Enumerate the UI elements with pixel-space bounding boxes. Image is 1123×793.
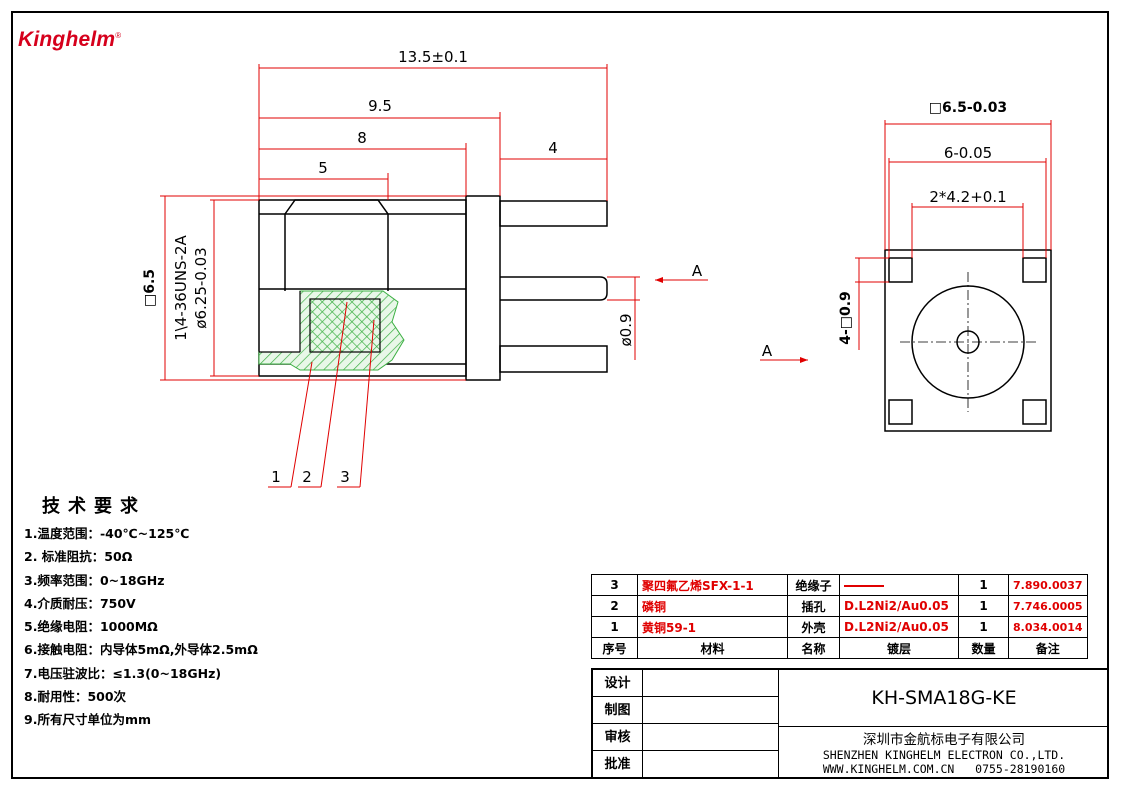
dim-thread: 1\4-36UNS-2A	[172, 234, 190, 340]
dim-9-5: 9.5	[368, 97, 392, 115]
company-phone: 0755-28190160	[975, 762, 1066, 776]
spec-line: 4.介质耐压：750V	[24, 595, 136, 611]
table-row: 1 黄铜59-1 外壳 D.L2Ni2/Au0.05 1 8.034.0014	[591, 616, 1088, 638]
dim-8: 8	[357, 129, 367, 147]
section-hatching	[258, 290, 405, 371]
section-mark-bottom: A	[762, 342, 773, 360]
bom-cell: 绝缘子	[787, 574, 840, 596]
dim-thread-dia: ø6.25-0.03	[192, 247, 210, 328]
requirements-title: 技术要求	[42, 496, 146, 517]
spec-line: 9.所有尺寸单位为mm	[24, 712, 151, 728]
dim-pin-holes: 2*4.2+0.1	[929, 188, 1006, 206]
dim-5: 5	[318, 159, 328, 177]
dim-pin-dia: ø0.9	[617, 313, 635, 346]
value-review	[643, 724, 779, 751]
drawing-frame	[11, 11, 1109, 779]
spec-line: 6.接触电阻：内导体5mΩ,外导体2.5mΩ	[24, 642, 258, 658]
bom-cell: D.L2Ni2/Au0.05	[839, 595, 959, 617]
bom-cell: 7.746.0005	[1008, 595, 1088, 617]
table-row: 3 聚四氟乙烯SFX-1-1 绝缘子 1 7.890.0037	[591, 574, 1088, 596]
callout-3: 3	[340, 468, 350, 486]
callout-2: 2	[302, 468, 312, 486]
bom-cell: 1	[958, 595, 1009, 617]
company-website: WWW.KINGHELM.COM.CN	[822, 762, 955, 776]
bom-cell	[839, 574, 959, 596]
table-header-row: 序号 材料 名称 镀层 数量 备注	[591, 637, 1088, 659]
company-contact: WWW.KINGHELM.COM.CN 0755-28190160	[779, 762, 1109, 776]
front-dimension-lines	[855, 120, 1052, 350]
section-mark-top: A	[692, 262, 703, 280]
spec-line: 2. 标准阻抗：50Ω	[24, 549, 133, 565]
spec-line: 5.绝缘电阻：1000MΩ	[24, 619, 158, 635]
header-cell: 数量	[958, 637, 1009, 659]
dim-4: 4	[548, 139, 558, 157]
header-cell: 材料	[637, 637, 788, 659]
value-approve	[643, 751, 779, 778]
header-cell: 镀层	[839, 637, 959, 659]
kinghelm-logo: Kinghelm®	[18, 28, 122, 51]
bom-cell: 黄铜59-1	[637, 616, 788, 638]
arrowheads	[655, 277, 808, 363]
bom-cell: 1	[591, 616, 638, 638]
dim-pin-square: 4-□0.9	[838, 291, 854, 345]
bom-cell: 3	[591, 574, 638, 596]
value-design	[643, 670, 779, 697]
spec-line: 3.频率范围：0~18GHz	[24, 572, 165, 588]
dim-total-length: 13.5±0.1	[398, 48, 468, 66]
bom-cell: 8.034.0014	[1008, 616, 1088, 638]
header-cell: 序号	[591, 637, 638, 659]
bom-cell: 1	[958, 616, 1009, 638]
dim-pin-spacing: 6-0.05	[944, 144, 992, 162]
callout-leaders	[268, 301, 375, 488]
bom-cell: 2	[591, 595, 638, 617]
bom-cell: 聚四氟乙烯SFX-1-1	[637, 574, 788, 596]
value-drafting	[643, 697, 779, 724]
spec-line: 8.耐用性：500次	[24, 689, 127, 705]
side-view	[258, 195, 608, 381]
side-dimension-lines	[160, 64, 808, 381]
bom-cell: 磷铜	[637, 595, 788, 617]
header-cell: 备注	[1008, 637, 1088, 659]
blank-plating-line	[844, 584, 884, 587]
company-name-en: SHENZHEN KINGHELM ELECTRON CO.,LTD.	[822, 748, 1066, 762]
label-design: 设计	[593, 670, 643, 697]
dim-flange-square: □6.5-0.03	[929, 100, 1007, 116]
label-approve: 批准	[593, 751, 643, 778]
part-number: KH-SMA18G-KE	[779, 670, 1109, 727]
company-info: 深圳市金航标电子有限公司 SHENZHEN KINGHELM ELECTRON …	[779, 726, 1109, 779]
spec-line: 7.电压驻波比：≤1.3(0~18GHz)	[24, 665, 222, 681]
table-row: 2 磷铜 插孔 D.L2Ni2/Au0.05 1 7.746.0005	[591, 595, 1088, 617]
spec-line: 1.温度范围：-40℃~125℃	[24, 526, 190, 541]
dim-square-side: □6.5	[142, 269, 158, 307]
bom-cell: D.L2Ni2/Au0.05	[839, 616, 959, 638]
front-centerlines	[900, 272, 1036, 412]
label-drafting: 制图	[593, 697, 643, 724]
bom-cell: 插孔	[787, 595, 840, 617]
technical-requirements: 技术要求 1.温度范围：-40℃~125℃ 2. 标准阻抗：50Ω 3.频率范围…	[24, 492, 258, 732]
title-block: 设计 制图 审核 批准 KH-SMA18G-KE 深圳市金航标电子有限公司 SH…	[591, 668, 1109, 779]
bom-cell: 7.890.0037	[1008, 574, 1088, 596]
header-cell: 名称	[787, 637, 840, 659]
bom-cell: 外壳	[787, 616, 840, 638]
bom-cell: 1	[958, 574, 1009, 596]
label-review: 审核	[593, 724, 643, 751]
company-name-cn: 深圳市金航标电子有限公司	[863, 732, 1025, 748]
bill-of-materials: 3 聚四氟乙烯SFX-1-1 绝缘子 1 7.890.0037 2 磷铜 插孔 …	[591, 574, 1088, 659]
callout-1: 1	[271, 468, 281, 486]
